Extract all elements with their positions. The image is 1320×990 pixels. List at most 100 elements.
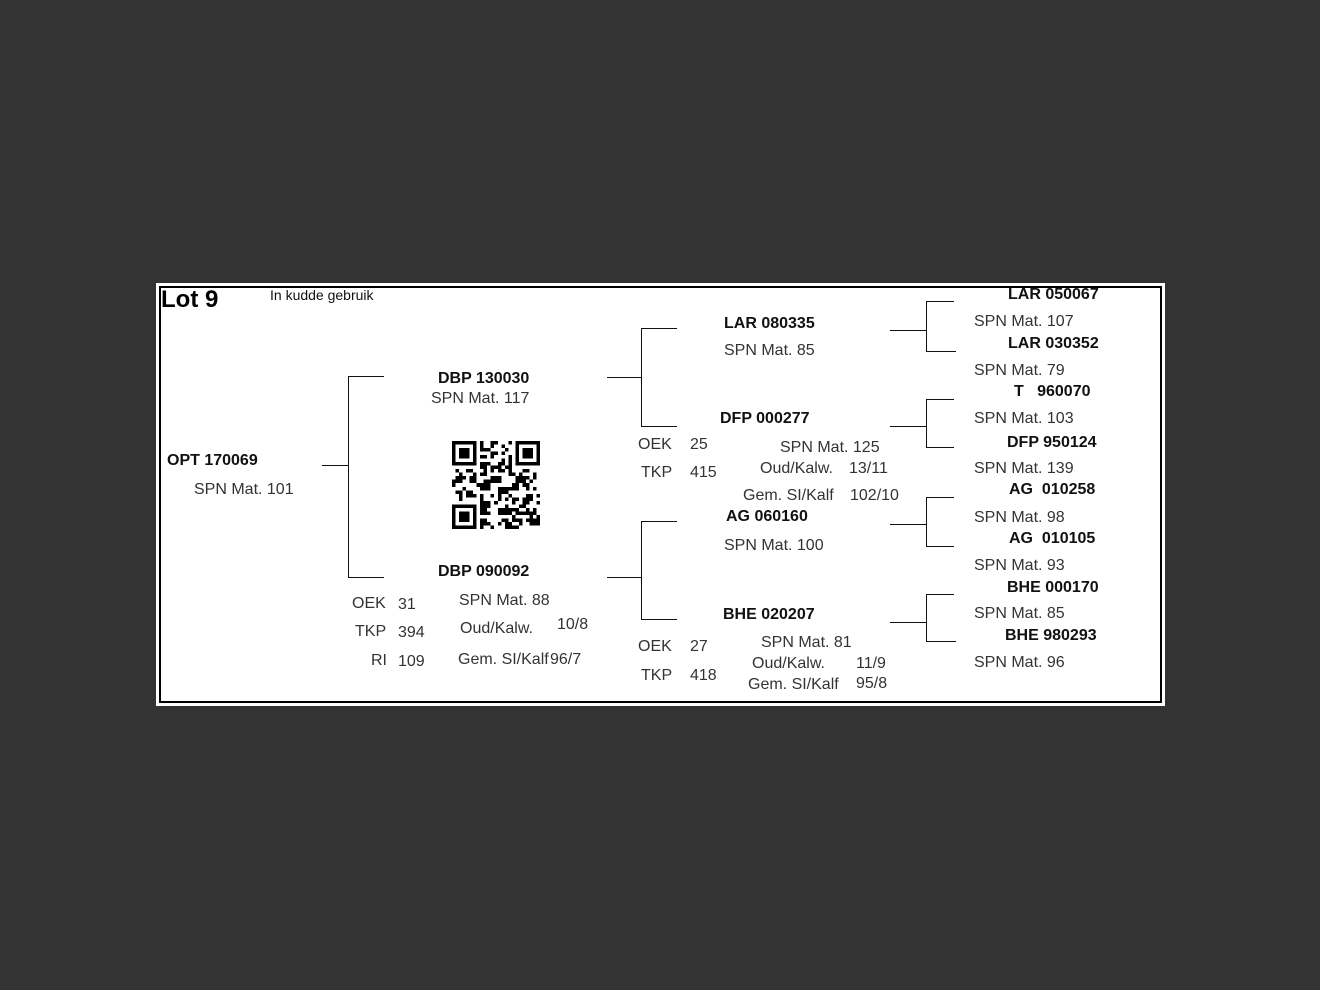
gen3-spn: SPN Mat. 79 <box>974 362 1065 379</box>
qr-module <box>497 469 502 473</box>
qr-module <box>462 486 467 491</box>
connector-line <box>607 377 641 378</box>
qr-module <box>536 451 540 456</box>
qr-module <box>452 458 456 463</box>
qr-module <box>455 476 460 480</box>
qr-module <box>504 518 509 522</box>
dam-gem-value: 96/7 <box>550 651 582 668</box>
qr-module <box>473 504 477 508</box>
qr-module <box>462 476 467 480</box>
qr-module <box>511 514 516 519</box>
qr-module <box>494 465 498 470</box>
gen3-id: T 960070 <box>1014 383 1091 400</box>
qr-module <box>504 504 509 508</box>
qr-module <box>469 525 474 529</box>
qr-module <box>490 444 495 449</box>
gen3-id: LAR 030352 <box>1008 335 1099 352</box>
qr-module <box>536 444 540 449</box>
gen3-spn: SPN Mat. 98 <box>974 509 1065 526</box>
connector-line <box>348 376 349 578</box>
connector-line <box>641 619 677 620</box>
qr-module <box>473 507 477 512</box>
qr-module <box>483 518 488 522</box>
dam-oek-label: OEK <box>352 595 386 612</box>
qr-module <box>455 490 460 494</box>
qr-module <box>529 521 533 526</box>
qr-module <box>483 504 488 508</box>
qr-module <box>522 451 526 456</box>
qr-module <box>469 469 474 473</box>
qr-module <box>480 507 484 512</box>
qr-module <box>473 525 477 529</box>
qr-module <box>515 444 519 449</box>
qr-module <box>455 479 460 484</box>
qr-module <box>508 525 512 529</box>
dam-id: DBP 090092 <box>438 563 530 580</box>
connector-line <box>890 622 926 623</box>
qr-module <box>452 441 456 445</box>
dam-dam-gem-value: 95/8 <box>856 675 888 692</box>
qr-module <box>452 521 456 526</box>
connector-line <box>926 399 954 400</box>
qr-module <box>515 525 519 529</box>
qr-module <box>494 479 498 484</box>
gen3-spn: SPN Mat. 107 <box>974 313 1074 330</box>
connector-line <box>926 497 954 498</box>
sire-dam-gem-label: Gem. SI/Kalf <box>743 487 834 504</box>
qr-module <box>511 507 516 512</box>
qr-module <box>515 479 519 484</box>
sire-dam-oud-label: Oud/Kalw. <box>760 460 833 477</box>
qr-module <box>536 521 540 526</box>
qr-module <box>473 514 477 519</box>
sire-spn: SPN Mat. 117 <box>431 390 530 407</box>
qr-module <box>497 497 502 501</box>
qr-module <box>466 490 470 494</box>
qr-module <box>504 448 509 452</box>
connector-line <box>926 594 954 595</box>
gen3-id: BHE 980293 <box>1005 627 1097 644</box>
dam-dam-tkp-value: 418 <box>690 667 717 684</box>
qr-module <box>508 472 512 477</box>
qr-module <box>525 483 530 487</box>
qr-module <box>522 448 526 452</box>
qr-module <box>452 504 456 508</box>
dam-oud-value: 10/8 <box>557 616 589 633</box>
qr-module <box>469 504 474 508</box>
qr-module <box>515 455 519 459</box>
qr-module <box>497 490 502 494</box>
qr-module <box>522 511 526 515</box>
qr-module <box>518 479 523 484</box>
qr-module <box>462 514 467 519</box>
qr-module <box>508 462 512 466</box>
gen3-spn: SPN Mat. 93 <box>974 557 1065 574</box>
qr-module <box>529 479 533 484</box>
card-border <box>159 286 1162 703</box>
qr-module <box>536 493 540 498</box>
qr-module <box>473 462 477 466</box>
qr-module <box>455 525 460 529</box>
qr-module <box>459 504 463 508</box>
connector-line <box>926 447 954 448</box>
qr-module <box>525 497 530 501</box>
qr-module <box>480 500 484 505</box>
qr-module <box>483 479 488 484</box>
qr-module <box>504 507 509 512</box>
qr-module <box>532 521 537 526</box>
qr-module <box>480 483 484 487</box>
dam-dam-spn: SPN Mat. 81 <box>761 634 852 651</box>
connector-line <box>926 497 927 546</box>
connector-line <box>926 546 954 547</box>
qr-module <box>480 486 484 491</box>
sire-dam-tkp-value: 415 <box>690 464 717 481</box>
connector-line <box>641 426 677 427</box>
qr-module <box>466 448 470 452</box>
connector-line <box>926 351 956 352</box>
qr-module <box>518 462 523 466</box>
qr-module <box>515 486 519 491</box>
qr-module <box>536 518 540 522</box>
sire-sire-id: LAR 080335 <box>724 315 815 332</box>
subject-spn: SPN Mat. 101 <box>194 481 294 498</box>
qr-module <box>536 441 540 445</box>
qr-module <box>497 479 502 484</box>
qr-module <box>462 462 467 466</box>
